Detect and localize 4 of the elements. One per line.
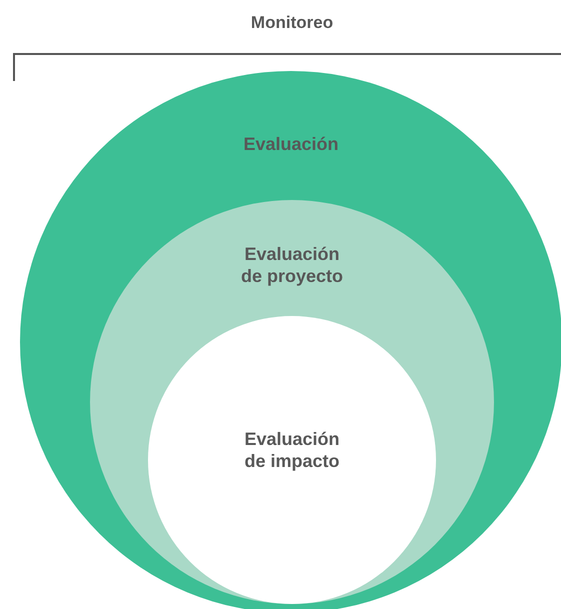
circle-label: Evaluación de impacto <box>243 428 341 472</box>
circle-label: Evaluación <box>242 133 340 155</box>
bracket-label: Monitoreo <box>250 12 334 34</box>
circle-label: Evaluación de proyecto <box>240 243 344 287</box>
